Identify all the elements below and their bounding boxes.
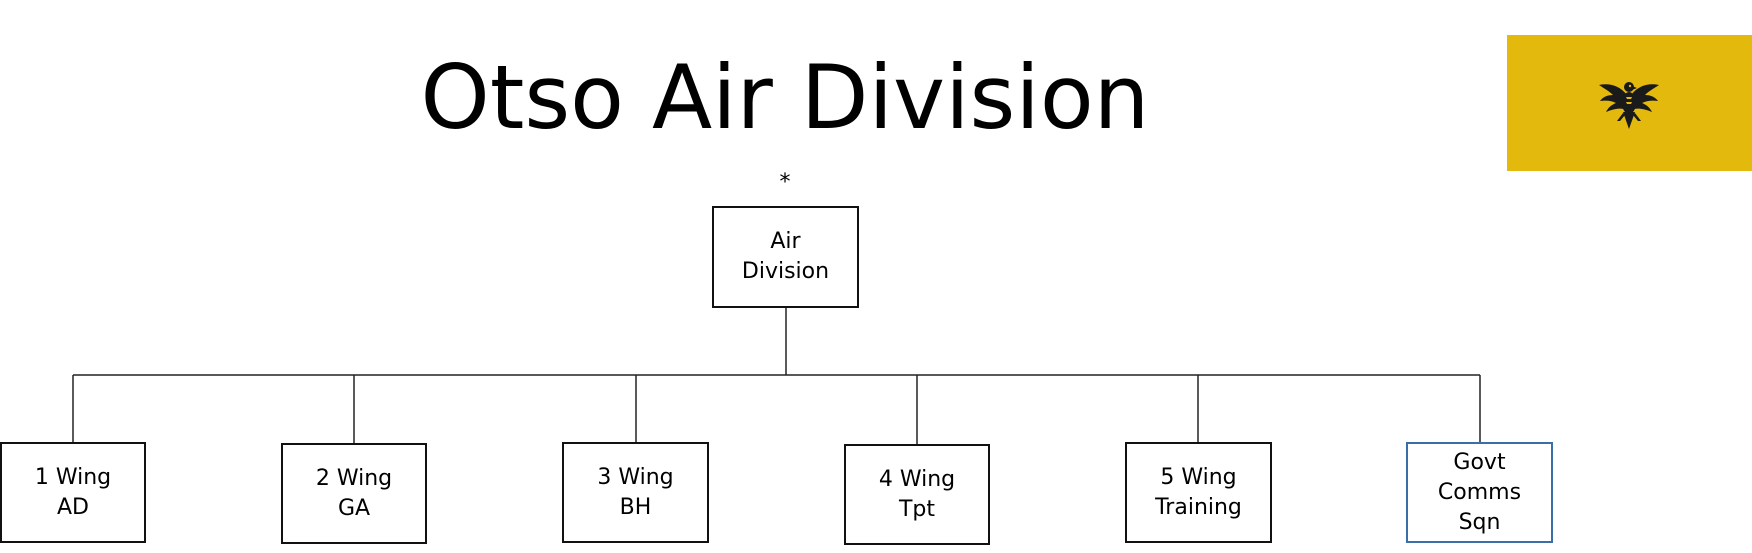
node-4-wing[interactable]: 4 Wing Tpt: [844, 444, 990, 545]
page-title: Otso Air Division: [420, 46, 1150, 149]
node-label: 3 Wing BH: [597, 464, 674, 520]
node-label: Govt Comms Sqn: [1437, 449, 1522, 535]
node-2-wing[interactable]: 2 Wing GA: [281, 443, 427, 544]
node-label: 1 Wing AD: [34, 464, 112, 520]
node-5-wing[interactable]: 5 Wing Training: [1125, 442, 1272, 543]
eagle-emblem-icon: [1599, 82, 1659, 129]
root-marker: *: [779, 170, 791, 195]
node-label: 2 Wing GA: [315, 465, 393, 521]
node-label: 5 Wing Training: [1155, 464, 1242, 520]
node-air-division[interactable]: Air Division: [712, 206, 859, 308]
flag: [1507, 35, 1752, 171]
node-1-wing[interactable]: 1 Wing AD: [0, 442, 146, 543]
node-label: 4 Wing Tpt: [878, 466, 956, 522]
node-label: Air Division: [741, 229, 830, 284]
node-govt-comms-sqn[interactable]: Govt Comms Sqn: [1406, 442, 1553, 543]
node-3-wing[interactable]: 3 Wing BH: [562, 442, 709, 543]
